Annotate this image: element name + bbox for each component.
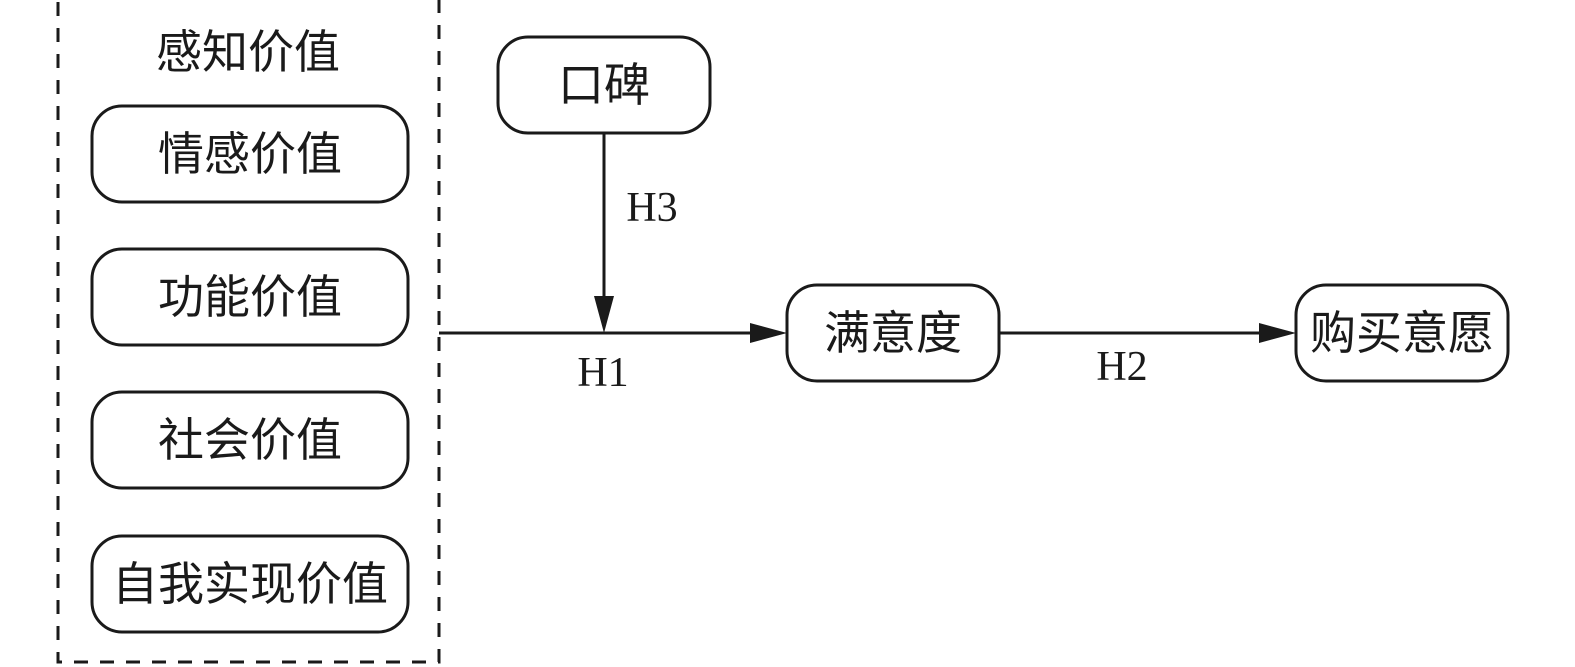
edge-h1: H1 (439, 323, 787, 396)
edge-h3: H3 (594, 133, 678, 333)
satisfaction-node: 满意度 (785, 283, 1001, 383)
satisfaction-label: 满意度 (824, 306, 962, 360)
edge-h2: H2 (999, 323, 1296, 390)
word-of-mouth-label: 口碑 (558, 58, 650, 112)
edge-h3-arrowhead (594, 296, 614, 333)
group-item-self-actualization-value: 自我实现价值 (90, 534, 410, 634)
functional-value-label: 功能价值 (158, 270, 342, 324)
edge-h2-label: H2 (1096, 344, 1147, 390)
functional-value-box (90, 247, 410, 347)
edge-h1-label: H1 (577, 350, 628, 396)
social-value-label: 社会价值 (158, 413, 342, 467)
emotional-value-label: 情感价值 (158, 127, 342, 181)
self-actualization-value-label: 自我实现价值 (112, 557, 388, 611)
edge-h1-arrowhead (750, 323, 787, 343)
purchase-intention-node: 购买意愿 (1294, 283, 1510, 383)
group-item-functional-value: 功能价值 (90, 247, 410, 347)
edge-h2-arrowhead (1259, 323, 1296, 343)
word-of-mouth-node: 口碑 (496, 35, 712, 135)
social-value-box (90, 390, 410, 490)
purchase-intention-label: 购买意愿 (1310, 306, 1494, 360)
edge-h3-label: H3 (626, 185, 677, 231)
perceived-value-title: 感知价值 (156, 25, 340, 79)
emotional-value-box (90, 104, 410, 204)
self-actualization-value-box (90, 534, 410, 634)
group-item-social-value: 社会价值 (90, 390, 410, 490)
perceived-value-frame (56, 0, 441, 664)
group-item-emotional-value: 情感价值 (90, 104, 410, 204)
perceived-value-group: 感知价值 情感价值 功能价值 社会价值 自我实现价值 (56, 0, 441, 664)
